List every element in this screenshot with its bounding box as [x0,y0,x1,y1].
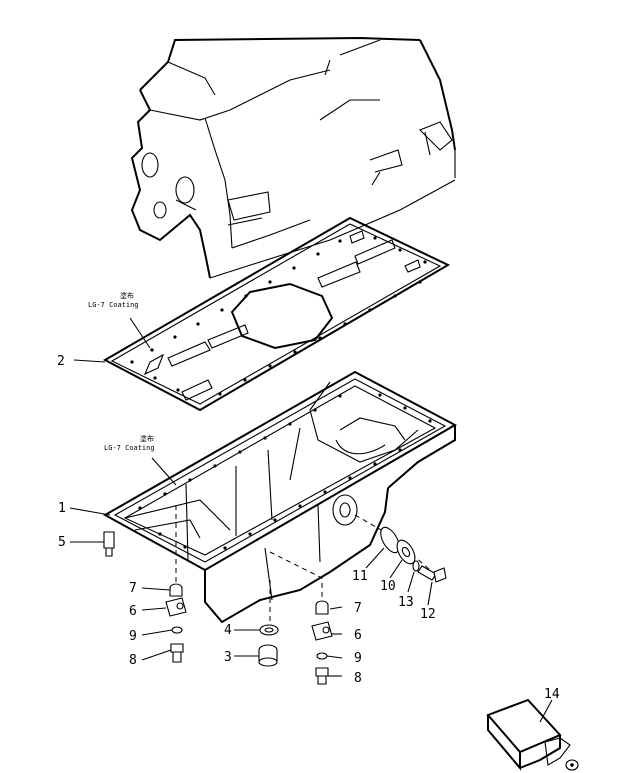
washer-9-left [171,626,183,634]
callout-13: 13 [398,595,414,610]
coating-notes: 塗布 LG-7 Coating 塗布 LG-7 Coating [88,291,155,452]
oil-pan-gasket [102,216,451,412]
tool-14 [486,698,579,771]
callout-1: 1 [58,501,66,516]
callout-3: 3 [224,650,232,665]
callout-5: 5 [58,535,66,550]
drain-plug-3 [258,644,278,667]
washer-9-right [316,652,328,660]
callout-2: 2 [57,354,65,369]
bolt-12 [417,565,447,583]
callout-6b: 6 [354,628,362,643]
callout-7a: 7 [129,581,137,596]
callout-8a: 8 [129,653,137,668]
callout-6a: 6 [129,604,137,619]
bolt-8-right [315,667,329,685]
cover-10 [396,539,416,565]
gasket-11 [380,526,400,554]
plug-7-left [169,583,183,597]
gasket-coating-label: LG-7 Coating [88,301,139,309]
leader-lines [69,317,553,723]
assembly-lines [175,505,431,624]
bolt-5 [103,531,115,557]
elbow-6-left [165,597,187,617]
callout-8b: 8 [354,671,362,686]
bolt-8-left [170,643,184,663]
callout-11: 11 [352,569,368,584]
callout-9b: 9 [354,651,362,666]
pan-coating-label: LG-7 Coating [104,444,155,452]
washer-13 [412,560,420,572]
washer-4 [259,624,279,636]
callout-10: 10 [380,579,396,594]
engine-block [130,36,456,279]
oil-pan [102,370,458,624]
elbow-6-right [311,621,333,641]
callout-9a: 9 [129,629,137,644]
gasket-coating-jp: 塗布 [120,291,134,300]
pan-coating-jp: 塗布 [140,434,154,443]
callout-12: 12 [420,607,436,622]
callout-4: 4 [224,623,232,638]
callout-labels: 2 1 5 7 6 9 8 4 3 7 6 9 8 11 10 13 12 14 [57,354,560,702]
callout-14: 14 [544,687,560,702]
callout-7b: 7 [354,601,362,616]
plug-7-right [315,600,329,615]
